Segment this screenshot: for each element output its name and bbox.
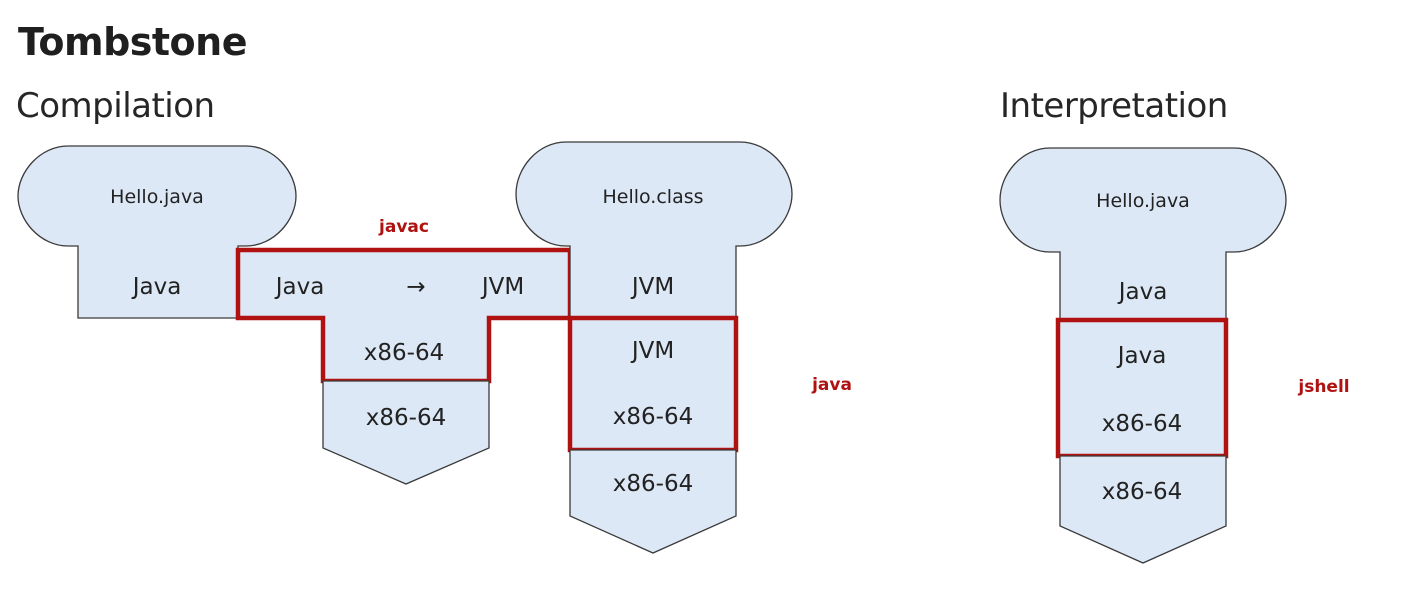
interp-machine-shape (1059, 455, 1227, 564)
interp-program-language: Java (1117, 279, 1168, 305)
interp-program-hello-java: Hello.java Java (999, 147, 1287, 321)
program-hello-class: Hello.class JVM (515, 141, 793, 319)
machine-compile: x86-64 (322, 380, 490, 485)
page-title: Tombstone (18, 20, 248, 64)
runtime-machine-label: x86-64 (613, 471, 693, 497)
output-program-name: Hello.class (602, 186, 703, 208)
program-name: Hello.java (110, 186, 204, 208)
program-hello-java: Hello.java Java (17, 145, 297, 319)
compiler-target-language: JVM (480, 274, 524, 300)
interpreter-impl-language: x86-64 (1102, 411, 1182, 437)
runtime-machine-shape (569, 449, 737, 554)
machine-shape (322, 380, 490, 485)
arrow-icon: → (406, 274, 425, 300)
runtime-source-language: JVM (630, 338, 674, 364)
section-title-compilation: Compilation (16, 86, 215, 126)
interp-machine: x86-64 (1059, 455, 1227, 564)
interpreter-jshell: jshell Java x86-64 (1055, 317, 1350, 459)
compiler-tool-label: javac (378, 217, 429, 237)
interp-program-name: Hello.java (1096, 190, 1190, 212)
interp-program-shape (999, 147, 1287, 321)
runtime-impl-language: x86-64 (613, 404, 693, 430)
machine-label: x86-64 (366, 405, 446, 431)
program-shape (17, 145, 297, 319)
interpreter-source-language: Java (1116, 343, 1167, 369)
program-language: Java (131, 274, 182, 300)
runtime-java: java JVM x86-64 (567, 315, 852, 453)
runtime-tool-label: java (811, 375, 852, 395)
interp-machine-label: x86-64 (1102, 479, 1182, 505)
compiler-javac: javac Java → JVM x86-64 (235, 217, 573, 384)
compiler-source-language: Java (274, 274, 325, 300)
output-program-shape (515, 141, 793, 319)
machine-runtime: x86-64 (569, 449, 737, 554)
output-program-language: JVM (630, 274, 674, 300)
interpreter-tool-label: jshell (1297, 377, 1349, 397)
section-title-interpretation: Interpretation (1000, 86, 1228, 126)
compiler-impl-language: x86-64 (364, 340, 444, 366)
